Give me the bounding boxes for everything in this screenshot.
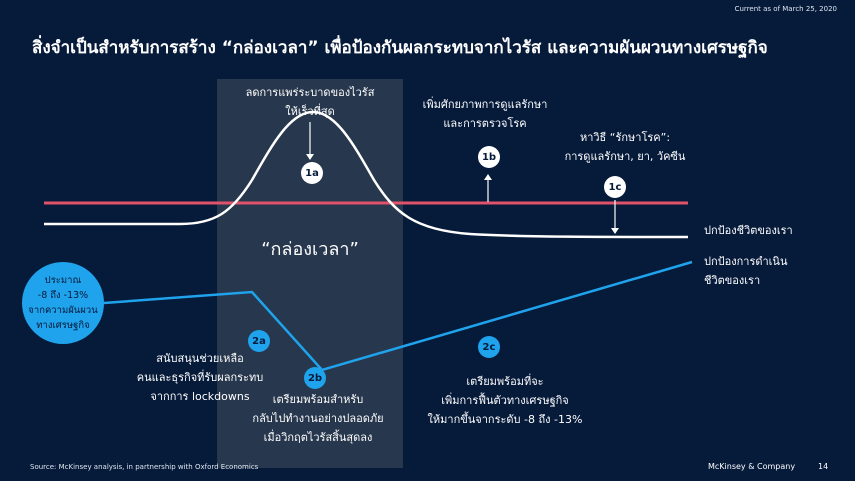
label-1b-line1: เพิ่มศักยภาพการดูแลรักษา xyxy=(422,98,548,111)
virus-curve xyxy=(44,110,689,239)
badge-1c: 1c xyxy=(604,176,626,198)
label-2c-line1: เตรียมพร้อมที่จะ xyxy=(466,375,544,388)
label-1b-line2: และการตรวจโรค xyxy=(443,117,527,130)
page-number: 14 xyxy=(818,462,829,471)
econ-circle-line3: จากความผันผวน xyxy=(28,305,98,316)
label-1c: หาวิธี “รักษาโรค”: การดูแลรักษา, ยา, วัค… xyxy=(545,128,705,166)
label-2a-line1: สนับสนุนช่วยเหลือ xyxy=(156,352,244,365)
label-2b-line3: เมื่อวิกฤตไวรัสสิ้นสุดลง xyxy=(263,431,373,444)
time-box-label: “กล่องเวลา” xyxy=(261,239,359,260)
label-2a: สนับสนุนช่วยเหลือ คนและธุรกิจที่รับผลกระ… xyxy=(120,349,280,406)
badge-1a: 1a xyxy=(301,162,323,184)
label-protect-lives: ปกป้องชีวิตของเรา xyxy=(704,224,793,237)
arrow-1b-head xyxy=(484,174,492,180)
label-protect-livelihoods-line2: ชีวิตของเรา xyxy=(704,274,761,287)
label-protect-livelihoods-line1: ปกป้องการดำเนิน xyxy=(704,255,788,268)
econ-circle-line2: -8 ถึง -13% xyxy=(37,290,89,301)
economy-line xyxy=(103,260,693,372)
label-2c-line3: ให้มากขึ้นจากระดับ -8 ถึง -13% xyxy=(427,413,583,426)
label-2a-line2: คนและธุรกิจที่รับผลกระทบ xyxy=(136,371,264,384)
label-protect-livelihoods: ปกป้องการดำเนิน ชีวิตของเรา xyxy=(704,252,787,290)
source-note: Source: McKinsey analysis, in partnershi… xyxy=(30,463,259,471)
label-2b-line1: เตรียมพร้อมสำหรับ xyxy=(272,393,364,406)
badge-2b: 2b xyxy=(304,367,326,389)
label-2c-line2: เพิ่มการฟื้นตัวทางเศรษฐกิจ xyxy=(441,394,569,407)
label-2b-line2: กลับไปทำงานอย่างปลอดภัย xyxy=(252,412,384,425)
label-2b: เตรียมพร้อมสำหรับ กลับไปทำงานอย่างปลอดภั… xyxy=(240,390,396,447)
label-1c-line2: การดูแลรักษา, ยา, วัคซีน xyxy=(564,150,686,163)
label-2c: เตรียมพร้อมที่จะ เพิ่มการฟื้นตัวทางเศรษฐ… xyxy=(410,372,600,429)
econ-circle-line1: ประมาณ xyxy=(44,275,82,286)
badge-2a: 2a xyxy=(248,330,270,352)
label-2a-line3: จากการ lockdowns xyxy=(150,390,250,403)
economic-impact-circle: ประมาณ -8 ถึง -13% จากความผันผวน ทางเศรษ… xyxy=(22,262,104,344)
label-1a-line2: ให้เร็วที่สุด xyxy=(285,105,335,118)
label-1a: ลดการแพร่ระบาดของไวรัส ให้เร็วที่สุด xyxy=(217,83,403,121)
slide-title: สิ่งจำเป็นสำหรับการสร้าง “กล่องเวลา” เพื… xyxy=(32,38,768,58)
badge-2c: 2c xyxy=(478,336,500,358)
brand-label: McKinsey & Company xyxy=(708,462,796,471)
badge-1b: 1b xyxy=(478,146,500,168)
label-1c-line1: หาวิธี “รักษาโรค”: xyxy=(579,131,671,144)
date-note: Current as of March 25, 2020 xyxy=(734,5,837,13)
arrow-1a-head xyxy=(306,154,314,160)
label-1b: เพิ่มศักยภาพการดูแลรักษา และการตรวจโรค xyxy=(405,95,565,133)
arrow-1c-head xyxy=(611,228,619,234)
econ-circle-line4: ทางเศรษฐกิจ xyxy=(36,320,90,331)
label-1a-line1: ลดการแพร่ระบาดของไวรัส xyxy=(245,86,375,99)
